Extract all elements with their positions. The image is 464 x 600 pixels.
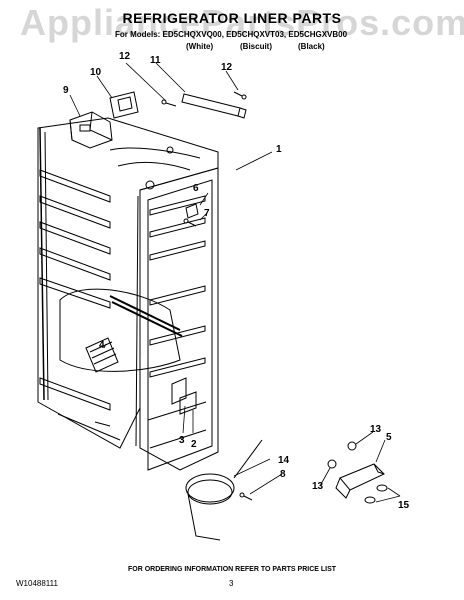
page-title: REFRIGERATOR LINER PARTS — [122, 10, 342, 26]
part-2-3-brackets — [171, 377, 197, 415]
callout-7: 7 — [204, 208, 210, 219]
callout-1: 1 — [276, 144, 282, 155]
part-13-nuts — [327, 441, 357, 469]
part-12-screw-left — [161, 99, 177, 107]
callout-8: 8 — [280, 469, 286, 480]
watermark: AppliancePartsPros.com — [20, 2, 464, 43]
callout-2: 2 — [191, 439, 197, 450]
color-white: (White) — [186, 42, 214, 51]
leader-lines — [69, 62, 401, 503]
part-5-light — [335, 463, 385, 499]
callout-12-right: 12 — [221, 62, 233, 73]
callout-5: 5 — [386, 432, 392, 443]
liner-body — [37, 117, 219, 471]
page-number: 3 — [229, 579, 234, 588]
callout-6: 6 — [193, 183, 199, 194]
part-8-screw — [239, 492, 253, 501]
callout-13-upper: 13 — [370, 424, 382, 435]
color-black: (Black) — [298, 42, 325, 51]
part-11-trim — [181, 93, 247, 119]
ordering-note: FOR ORDERING INFORMATION REFER TO PARTS … — [127, 566, 337, 573]
callout-14: 14 — [278, 455, 290, 466]
color-biscuit: (Biscuit) — [240, 42, 272, 51]
document-number: W10488111 — [16, 579, 58, 588]
part-7-screw — [183, 218, 197, 227]
part-4-vent — [85, 337, 119, 373]
callout-3: 3 — [179, 435, 185, 446]
part-15-bulbs — [364, 484, 388, 504]
callout-12-left: 12 — [119, 51, 131, 62]
callout-labels: 1 2 3 4 5 6 7 8 9 10 11 12 12 13 13 14 1… — [63, 51, 410, 511]
part-14-tube — [185, 439, 263, 541]
part-6-clip — [185, 203, 199, 219]
callout-4: 4 — [99, 340, 105, 351]
models-line: For Models: ED5CHQXVQ00, ED5CHQXVT03, ED… — [115, 30, 348, 39]
callout-13-lower: 13 — [312, 481, 324, 492]
part-9-housing — [69, 111, 113, 149]
part-12-screw-right — [233, 91, 247, 100]
part-10-bracket — [109, 91, 139, 119]
callout-10: 10 — [90, 67, 102, 78]
callout-11: 11 — [150, 55, 161, 66]
callout-9: 9 — [63, 85, 69, 96]
callout-15: 15 — [398, 500, 410, 511]
